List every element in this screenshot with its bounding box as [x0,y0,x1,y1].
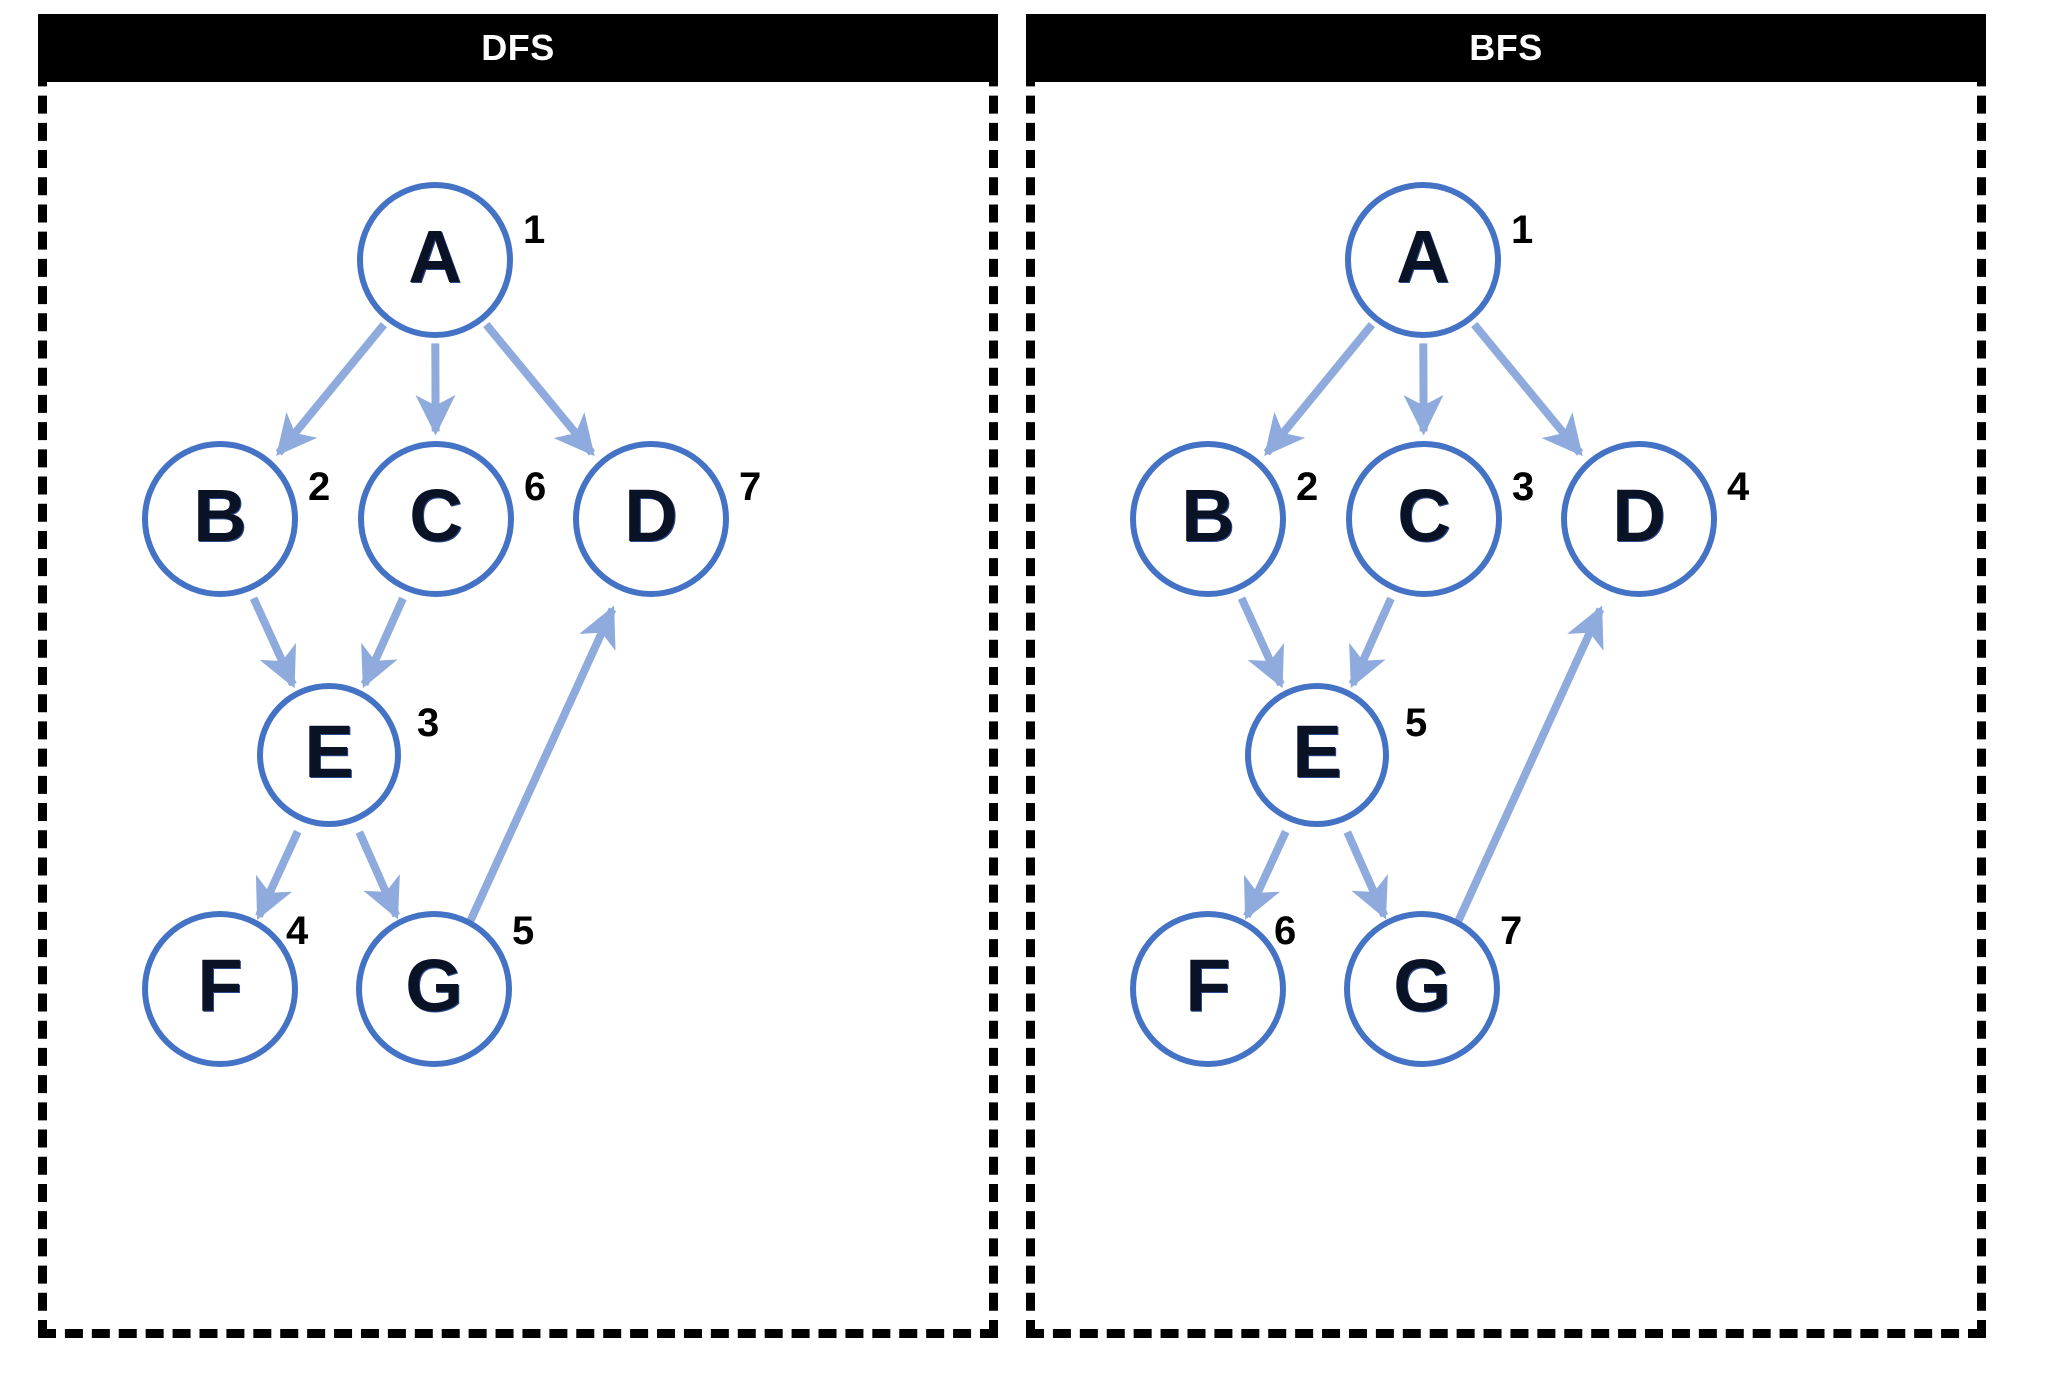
node-label: G [405,944,463,1027]
graph-node-e-bfs[interactable]: E [1245,683,1389,827]
graph-node-c-bfs[interactable]: C [1346,441,1502,597]
graph-node-d-dfs[interactable]: D [573,441,729,597]
graph-node-b-dfs[interactable]: B [142,441,298,597]
node-label: F [1185,944,1231,1027]
node-label: D [1612,474,1666,557]
edge-layer-bfs [1237,321,1605,929]
edge-C-to-E [1348,596,1395,689]
graph-node-d-bfs[interactable]: D [1561,441,1717,597]
visit-order-number-a-dfs: 1 [523,208,546,252]
graph-node-a-dfs[interactable]: A [357,182,513,338]
node-label: E [1292,710,1342,793]
node-label: F [197,944,243,1027]
visit-order-number-g-dfs: 5 [512,909,535,953]
node-label: D [624,474,678,557]
graph-node-e-dfs[interactable]: E [257,683,401,827]
edge-B-to-E [249,596,297,689]
graph-node-c-dfs[interactable]: C [358,441,514,597]
visit-order-number-c-dfs: 6 [524,465,547,509]
visit-order-number-e-dfs: 3 [417,701,440,745]
node-label: C [1397,474,1451,557]
visit-order-number-d-bfs: 4 [1727,465,1750,509]
edge-layer-dfs [249,321,617,929]
graph-node-f-bfs[interactable]: F [1130,911,1286,1067]
graph-node-a-bfs[interactable]: A [1345,182,1501,338]
edge-B-to-E [1237,596,1285,689]
visit-order-number-g-bfs: 7 [1500,909,1523,953]
edge-E-to-G [1343,830,1388,920]
edge-A-to-B [275,322,387,457]
panel-dashed-border-dfs [38,14,998,1338]
edge-E-to-G [355,830,400,920]
graph-node-f-dfs[interactable]: F [142,911,298,1067]
edge-A-to-B [1263,322,1375,457]
node-label: C [409,474,463,557]
visit-order-number-b-bfs: 2 [1296,465,1319,509]
node-label: B [193,474,247,557]
node-label: B [1181,474,1235,557]
edge-C-to-E [360,596,407,689]
visit-order-number-f-bfs: 6 [1274,909,1297,953]
node-label: E [304,710,354,793]
panel-title-dfs: DFS [38,14,998,82]
graph-node-g-bfs[interactable]: G [1344,911,1500,1067]
edge-E-to-F [1243,829,1290,920]
edge-G-to-D [1451,605,1605,929]
visit-order-number-f-dfs: 4 [286,909,309,953]
visit-order-number-c-bfs: 3 [1512,465,1535,509]
edge-A-to-D [483,321,596,457]
edge-E-to-F [255,829,302,920]
graph-node-g-dfs[interactable]: G [356,911,512,1067]
visit-order-number-d-dfs: 7 [739,465,762,509]
node-label: A [408,215,462,298]
visit-order-number-a-bfs: 1 [1511,208,1534,252]
edge-A-to-D [1471,321,1584,457]
node-label: A [1396,215,1450,298]
visit-order-number-e-bfs: 5 [1405,701,1428,745]
panel-dashed-border-bfs [1026,14,1986,1338]
node-label: G [1393,944,1451,1027]
graph-node-b-bfs[interactable]: B [1130,441,1286,597]
edge-G-to-D [463,605,617,929]
panel-title-bfs: BFS [1026,14,1986,82]
visit-order-number-b-dfs: 2 [308,465,331,509]
